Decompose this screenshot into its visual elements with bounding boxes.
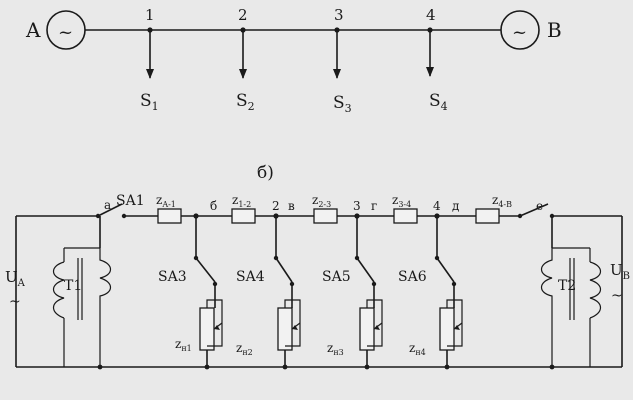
line-diagram: ~ A ~ B 1 S1 2 S2 3 S3 4 — [25, 6, 562, 115]
switch-sa6[interactable] — [434, 255, 457, 287]
ua-label: UA — [5, 268, 26, 289]
sa3-label: SA3 — [158, 269, 187, 285]
node-4-label: 4 — [433, 199, 441, 213]
ub-label: UB — [610, 261, 630, 282]
load-label-2: S2 — [236, 91, 255, 113]
node-label-1: 1 — [145, 6, 155, 24]
zh2-label: zн2 — [236, 341, 253, 357]
point-e-label: е — [536, 199, 543, 213]
point-v-label: в — [288, 199, 295, 213]
t1-label: T1 — [64, 278, 82, 294]
sa4-label: SA4 — [236, 269, 265, 285]
ua-tilde: ~ — [9, 294, 21, 310]
source-b-label: B — [547, 18, 562, 42]
node-3-label: 3 — [353, 199, 361, 213]
z-4b-label: z4-B — [492, 193, 512, 209]
point-d-label: д — [452, 199, 459, 213]
impedance-z-34 — [393, 208, 418, 224]
sa6-label: SA6 — [398, 269, 427, 285]
ub-tilde: ~ — [611, 288, 623, 304]
load-tap-4: 4 S4 — [426, 6, 448, 113]
t2-label: T2 — [558, 278, 576, 294]
z-12-label: z1-2 — [232, 193, 251, 209]
transformer-t2: T2 — [540, 247, 602, 367]
z-23-label: z2-3 — [312, 193, 331, 209]
point-g-label: г — [371, 199, 377, 213]
zh3-label: zн3 — [327, 341, 344, 357]
zh1-label: zн1 — [175, 337, 192, 353]
load-label-1: S1 — [140, 91, 159, 113]
source-a-label: A — [25, 18, 41, 42]
load-zh2 — [277, 307, 293, 351]
switch-sa1[interactable]: SA1 — [95, 193, 145, 219]
source-a-tilde: ~ — [58, 22, 73, 43]
load-tap-2: 2 S2 — [236, 6, 255, 113]
load-label-3: S3 — [333, 93, 352, 115]
node-2-label: 2 — [272, 199, 280, 213]
impedance-z-a1 — [157, 208, 182, 224]
schematic-diagram: б) UA ~ T1 SA1 а z — [5, 163, 630, 370]
source-b-tilde: ~ — [512, 22, 527, 43]
load-zh4 — [439, 307, 455, 351]
load-label-4: S4 — [429, 91, 448, 113]
branch-sa4: SA4 zн2 — [236, 216, 301, 367]
z-34-label: z3-4 — [392, 193, 411, 209]
node-label-2: 2 — [238, 6, 248, 24]
z-a1-label: zA-1 — [156, 193, 176, 209]
switch-sa5[interactable] — [354, 255, 377, 287]
load-zh1 — [199, 307, 215, 351]
sa1-label: SA1 — [116, 193, 145, 209]
node-label-3: 3 — [334, 6, 344, 24]
point-a-label: а — [104, 198, 111, 212]
branch-sa5: SA5 zн3 — [322, 216, 383, 367]
impedance-z-4b — [475, 208, 500, 224]
switch-sa4[interactable] — [273, 255, 295, 287]
branch-sa6: SA6 zн4 — [398, 216, 463, 367]
part-b-label: б) — [257, 163, 274, 183]
load-tap-3: 3 S3 — [333, 6, 352, 115]
sa5-label: SA5 — [322, 269, 351, 285]
impedance-z-23 — [313, 208, 338, 224]
zh4-label: zн4 — [409, 341, 426, 357]
impedance-z-12 — [231, 208, 256, 224]
switch-sa3[interactable] — [193, 255, 218, 287]
node-label-4: 4 — [426, 6, 436, 24]
branch-sa3: SA3 zн1 — [158, 213, 223, 367]
load-tap-1: 1 S1 — [140, 6, 159, 113]
transformer-t1: T1 — [16, 215, 112, 367]
point-b-label: б — [210, 199, 217, 213]
load-zh3 — [359, 307, 375, 351]
